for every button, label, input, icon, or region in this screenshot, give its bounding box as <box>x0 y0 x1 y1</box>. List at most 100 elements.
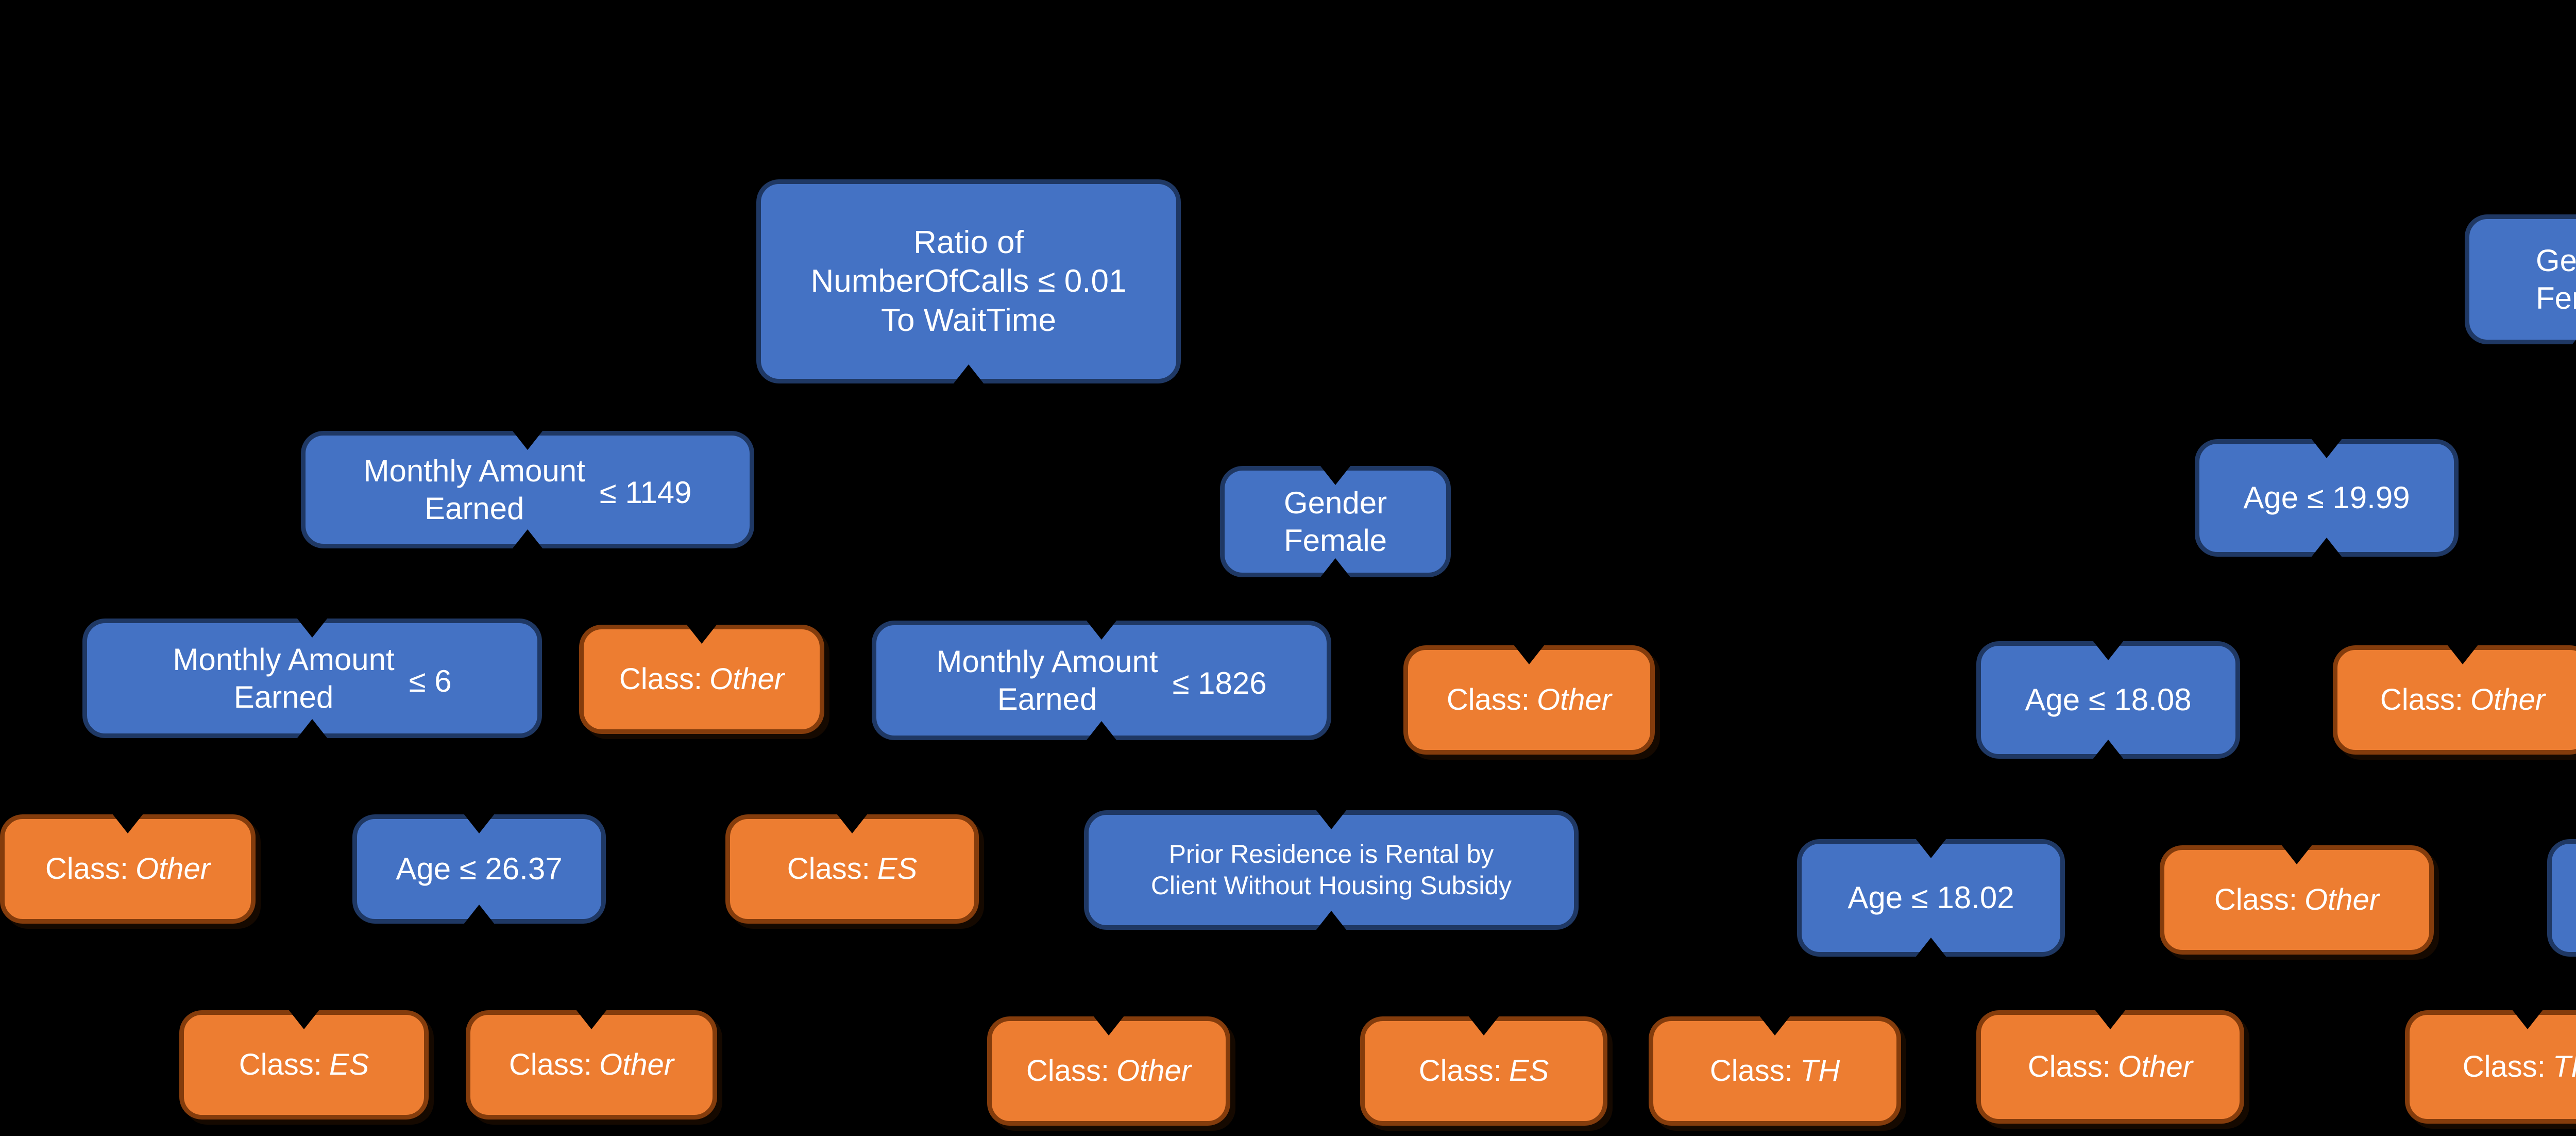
incoming-arrowhead-icon <box>576 1010 607 1029</box>
tree-edge-r-age1999-to-r-age1808 <box>2106 557 2329 641</box>
incoming-arrowhead-icon <box>289 1010 319 1029</box>
leaf-label: Class:Other <box>2027 1049 2193 1083</box>
leaf-label: Class:ES <box>1418 1054 1549 1088</box>
incoming-arrowhead-icon <box>686 624 717 644</box>
decision-node-text: Age ≤ 26.37 <box>396 851 563 887</box>
outgoing-connector-notch-icon <box>512 529 543 549</box>
leaf-class-value: ES <box>877 851 918 886</box>
outgoing-connector-notch-icon <box>2572 325 2576 345</box>
incoming-arrowhead-icon <box>464 814 495 833</box>
split-threshold: ≤ 6 <box>409 664 452 699</box>
decision-node-l-age26: Age ≤ 26.37 <box>352 814 606 924</box>
leaf-label: Class:Other <box>509 1047 674 1081</box>
outgoing-connector-notch-icon <box>1316 911 1347 930</box>
tree-edge-r-age1999-to-r-other1 <box>2325 557 2465 645</box>
tree-edge-l-prior-to-l-other5 <box>1107 930 1333 1016</box>
tree-edge-l-gender-to-l-other2 <box>1333 577 1531 645</box>
incoming-arrowhead-icon <box>1093 1016 1124 1035</box>
leaf-label: Class:Other <box>619 662 785 696</box>
tree-edge-l-root-to-l-gender <box>967 383 1337 466</box>
leaf-class-value: TH <box>1800 1054 1840 1088</box>
incoming-arrowhead-icon <box>1086 620 1117 640</box>
outgoing-connector-notch-icon <box>2093 740 2124 759</box>
leaf-label: Class:TH <box>1709 1054 1840 1088</box>
outgoing-connector-notch-icon <box>2311 538 2342 557</box>
leaf-label: Class:Other <box>1026 1054 1192 1088</box>
decision-node-r-age2287: Age ≤ 22.87 <box>2547 839 2576 957</box>
tree-edge-l-m1149-to-l-m6 <box>310 548 530 619</box>
tree-edge-r-root-to-r-age1999 <box>2325 390 2576 439</box>
incoming-arrowhead-icon <box>1916 839 1946 858</box>
tree-edge-r-age1808-to-r-age1802 <box>1929 759 2110 839</box>
leaf-node-r-other3: Class:Other <box>2160 845 2434 955</box>
leaf-class-value: TH <box>2552 1049 2576 1083</box>
incoming-arrowhead-icon <box>297 618 328 638</box>
outgoing-connector-notch-icon <box>1916 938 1946 957</box>
leaf-node-l-other4: Class:Other <box>466 1010 717 1120</box>
leaf-class-value: Other <box>1537 682 1612 716</box>
incoming-arrowhead-icon <box>1320 465 1351 485</box>
leaf-node-l-es2: Class:ES <box>179 1010 429 1120</box>
tree-edge-l-age26-to-l-other4 <box>477 924 594 1010</box>
leaf-node-r-other4: Class:Other <box>1976 1010 2244 1124</box>
tree-edge-r-age2287-to-r-th3 <box>2526 981 2576 1010</box>
leaf-class-value: Other <box>599 1047 674 1081</box>
outgoing-connector-notch-icon <box>1086 721 1117 741</box>
leaf-node-r-th1: Class:TH <box>1649 1016 1901 1126</box>
decision-node-text: Age ≤ 18.08 <box>2025 682 2192 717</box>
incoming-arrowhead-icon <box>2311 439 2342 458</box>
incoming-arrowhead-icon <box>2095 1010 2126 1029</box>
tree-edge-r-age1802-to-r-other4 <box>1929 957 2112 1010</box>
leaf-class-value: Other <box>2118 1049 2193 1083</box>
incoming-arrowhead-icon <box>512 430 543 450</box>
incoming-arrowhead-icon <box>1759 1016 1790 1035</box>
incoming-arrowhead-icon <box>1514 645 1545 664</box>
incoming-arrowhead-icon <box>2447 645 2478 664</box>
leaf-class-value: Other <box>1116 1054 1192 1088</box>
incoming-arrowhead-icon <box>2512 1010 2543 1029</box>
tree-edge-l-gender-to-l-m1826 <box>1099 577 1337 621</box>
outgoing-connector-notch-icon <box>1320 558 1351 578</box>
decision-node-text: Age ≤ 19.99 <box>2243 480 2410 515</box>
tree-edge-l-prior-to-l-es3 <box>1329 930 1486 1016</box>
leaf-node-r-th3: Class:TH <box>2405 1010 2576 1124</box>
decision-node-text: Age ≤ 18.02 <box>1848 880 2014 915</box>
tree-edge-r-age1808-to-r-other3 <box>2106 759 2299 845</box>
incoming-arrowhead-icon <box>112 814 143 833</box>
leaf-label: Class:TH <box>2463 1049 2576 1085</box>
leaf-node-r-other1: Class:Other <box>2333 645 2576 755</box>
leaf-class-value: Other <box>2470 682 2546 716</box>
tree-edge-r-age1802-to-r-th1 <box>1773 957 1933 1016</box>
leaf-node-l-es3: Class:ES <box>1360 1016 1607 1126</box>
leaf-label: Class:ES <box>787 851 918 886</box>
incoming-arrowhead-icon <box>837 814 868 833</box>
tree-edge-l-age26-to-l-es2 <box>302 924 481 1010</box>
tree-edge-l-m1826-to-l-prior <box>1099 740 1333 810</box>
incoming-arrowhead-icon <box>2093 641 2124 660</box>
split-threshold: ≤ 1149 <box>599 475 692 510</box>
leaf-node-l-other5: Class:Other <box>987 1016 1230 1126</box>
incoming-arrowhead-icon <box>2281 845 2312 864</box>
incoming-arrowhead-icon <box>1316 810 1347 829</box>
leaf-node-l-other3: Class:Other <box>0 814 256 924</box>
split-threshold: ≤ 1826 <box>1172 666 1267 701</box>
leaf-class-value: ES <box>1509 1054 1549 1088</box>
leaf-class-value: Other <box>135 851 211 886</box>
outgoing-connector-notch-icon <box>297 719 328 739</box>
